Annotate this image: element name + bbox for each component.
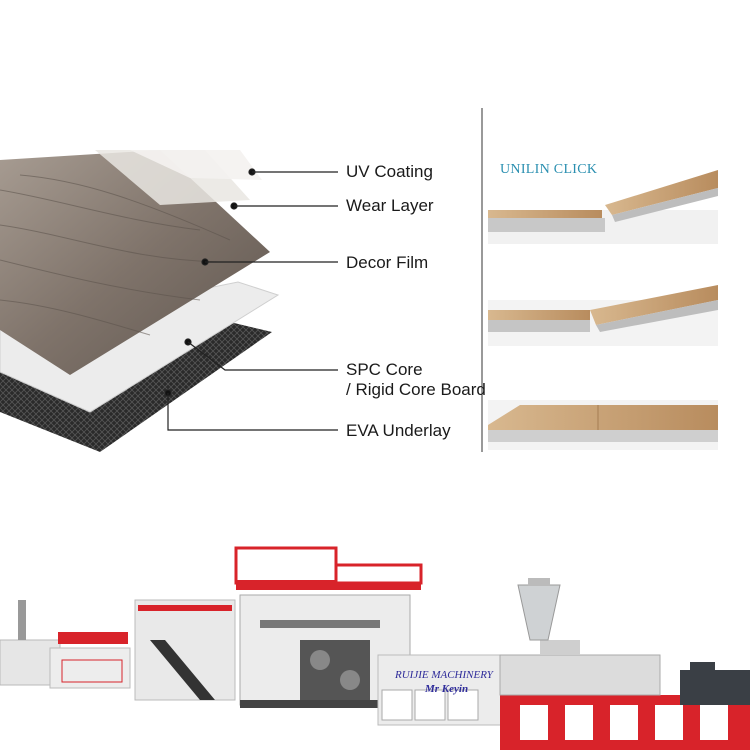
floor-layer-stack: [0, 150, 280, 452]
wood-grain: [0, 174, 231, 336]
label-decor-film: Decor Film: [346, 253, 429, 272]
production-line: [0, 546, 750, 750]
click-joint-2: [488, 285, 718, 346]
uv-coating-layer: [130, 150, 262, 180]
label-rigid-core-board: / Rigid Core Board: [346, 380, 486, 399]
click-joint-3: [488, 400, 718, 450]
decor-film-layer: [0, 150, 270, 375]
label-uv-coating: UV Coating: [346, 162, 433, 181]
label-eva-underlay: EVA Underlay: [346, 421, 451, 440]
label-spc-core: SPC Core: [346, 360, 423, 379]
leader-lines: [164, 168, 338, 431]
click-joint-1: [488, 170, 718, 244]
machine-brand-text: RUIJIE MACHINERY: [395, 669, 493, 681]
click-panel-title: UNILIN CLICK: [500, 162, 598, 177]
machine-contact-text: Mr Keyin: [425, 683, 469, 695]
label-wear-layer: Wear Layer: [346, 196, 434, 215]
